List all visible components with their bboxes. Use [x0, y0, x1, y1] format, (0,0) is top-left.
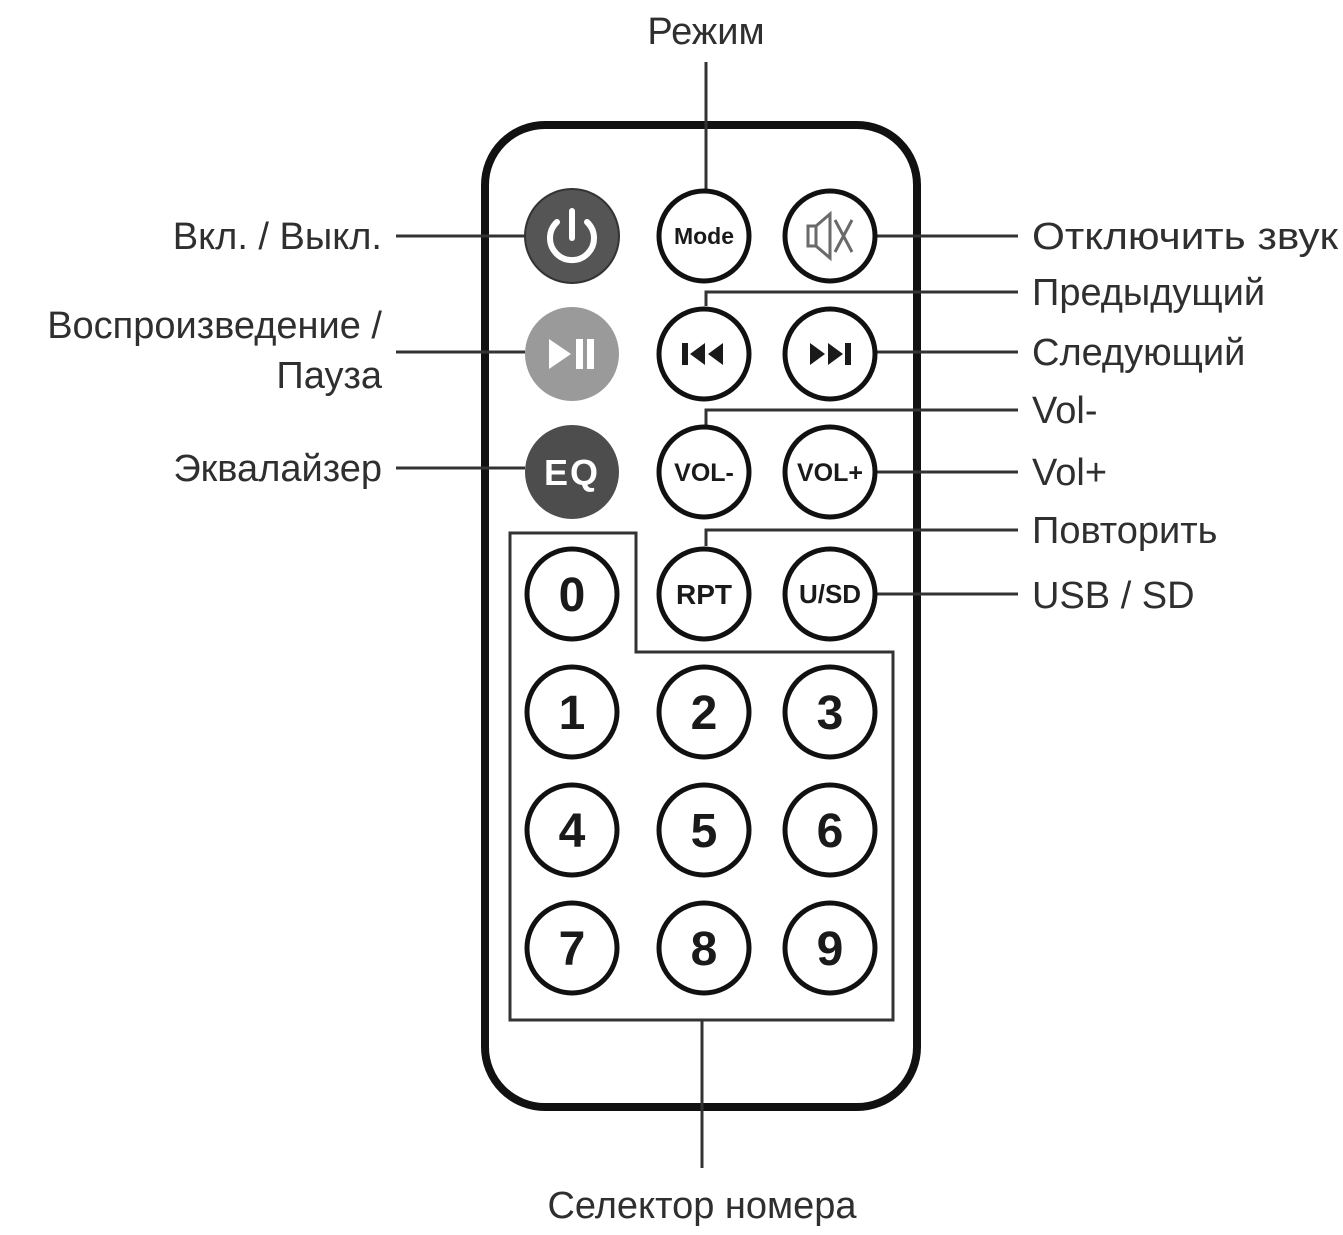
- digit-8-button[interactable]: 8: [656, 900, 752, 996]
- callout-vol-minus: Vol-: [1032, 390, 1097, 432]
- digit-0-button[interactable]: 0: [524, 546, 620, 642]
- digit-0-label: 0: [559, 569, 586, 622]
- mute-speaker-icon: [806, 210, 854, 262]
- play-pause-icon: [549, 339, 594, 369]
- vol-plus-button-label: VOL+: [797, 459, 863, 487]
- mute-button[interactable]: [782, 188, 878, 284]
- callout-usb-sd: USB / SD: [1032, 575, 1195, 617]
- digit-2-label: 2: [691, 687, 718, 740]
- digit-6-button[interactable]: 6: [782, 782, 878, 878]
- vol-minus-button[interactable]: VOL-: [656, 424, 752, 520]
- callout-repeat: Повторить: [1032, 510, 1217, 552]
- next-track-icon: [810, 343, 851, 365]
- callout-mute: Отключить звук: [1032, 216, 1338, 258]
- number-selector-outline: [508, 531, 895, 1022]
- callout-number-selector: Селектор номера: [547, 1185, 857, 1227]
- callout-eq: Эквалайзер: [173, 448, 382, 490]
- digit-7-label: 7: [559, 923, 586, 976]
- digit-9-label: 9: [817, 923, 844, 976]
- digit-6-label: 6: [817, 805, 844, 858]
- power-button[interactable]: [524, 188, 620, 284]
- digit-5-label: 5: [691, 805, 718, 858]
- digit-9-button[interactable]: 9: [782, 900, 878, 996]
- digit-4-button[interactable]: 4: [524, 782, 620, 878]
- leader-lines: [396, 62, 1018, 1168]
- mode-button-label: Mode: [674, 223, 734, 249]
- next-button[interactable]: [782, 306, 878, 402]
- callout-next: Следующий: [1032, 332, 1245, 374]
- previous-button[interactable]: [656, 306, 752, 402]
- mode-button[interactable]: Mode: [656, 188, 752, 284]
- vol-minus-button-label: VOL-: [674, 459, 734, 487]
- callout-mode: Режим: [647, 11, 764, 53]
- callout-power: Вкл. / Выкл.: [173, 216, 382, 258]
- repeat-button-label: RPT: [676, 579, 732, 610]
- digit-4-label: 4: [559, 805, 586, 858]
- repeat-button[interactable]: RPT: [656, 546, 752, 642]
- callout-play-pause-line1: Воспроизведение /: [47, 305, 382, 347]
- eq-button-label: EQ: [544, 452, 600, 493]
- digit-7-button[interactable]: 7: [524, 900, 620, 996]
- digit-1-button[interactable]: 1: [524, 664, 620, 760]
- digit-5-button[interactable]: 5: [656, 782, 752, 878]
- vol-plus-button[interactable]: VOL+: [782, 424, 878, 520]
- digit-3-label: 3: [817, 687, 844, 740]
- eq-button[interactable]: EQ: [525, 425, 619, 519]
- previous-track-icon: [682, 343, 723, 365]
- play-pause-button[interactable]: [525, 307, 619, 401]
- digit-1-label: 1: [559, 687, 586, 740]
- digit-2-button[interactable]: 2: [656, 664, 752, 760]
- callout-previous: Предыдущий: [1032, 272, 1265, 314]
- digit-3-button[interactable]: 3: [782, 664, 878, 760]
- callout-play-pause-line2: Пауза: [276, 355, 382, 397]
- usb-sd-button-label: U/SD: [799, 579, 861, 609]
- digit-8-label: 8: [691, 923, 718, 976]
- power-icon: [547, 208, 597, 264]
- usb-sd-button[interactable]: U/SD: [782, 546, 878, 642]
- callout-vol-plus: Vol+: [1032, 452, 1107, 494]
